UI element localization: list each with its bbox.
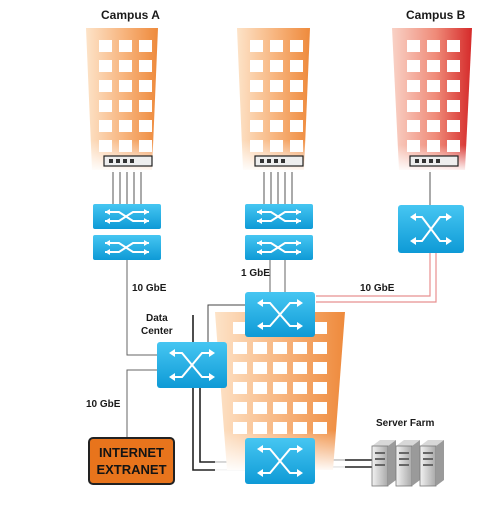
- switch-icon: [245, 438, 315, 484]
- link-label-1gbe: 1 GbE: [241, 268, 270, 279]
- campus-a-label: Campus A: [101, 8, 160, 22]
- internet-extranet-box: INTERNET EXTRANET: [88, 437, 175, 485]
- switch-icon: [245, 292, 315, 337]
- internet-label: INTERNET: [99, 445, 164, 460]
- switch-icon: [398, 205, 464, 253]
- building-icon: [392, 28, 472, 172]
- building-icon: [215, 312, 345, 472]
- server-farm-label: Server Farm: [376, 418, 435, 429]
- switch-icon: [157, 342, 227, 388]
- data-center-label-line2: Center: [141, 326, 173, 337]
- data-center-label-line1: Data: [146, 313, 168, 324]
- campus-b-label: Campus B: [406, 8, 466, 22]
- building-icon: [237, 28, 310, 172]
- server-icon: [371, 440, 444, 487]
- link-label-10gbe-internet: 10 GbE: [86, 399, 121, 410]
- building-icon: [86, 28, 158, 172]
- switch-icon: [93, 204, 161, 229]
- extranet-label: EXTRANET: [96, 462, 167, 477]
- switch-icon: [245, 235, 313, 260]
- switch-icon: [93, 235, 161, 260]
- link-label-10gbe-right: 10 GbE: [360, 283, 395, 294]
- switch-icon: [245, 204, 313, 229]
- data-center-label: Data Center: [141, 312, 173, 338]
- link-label-10gbe-left: 10 GbE: [132, 283, 167, 294]
